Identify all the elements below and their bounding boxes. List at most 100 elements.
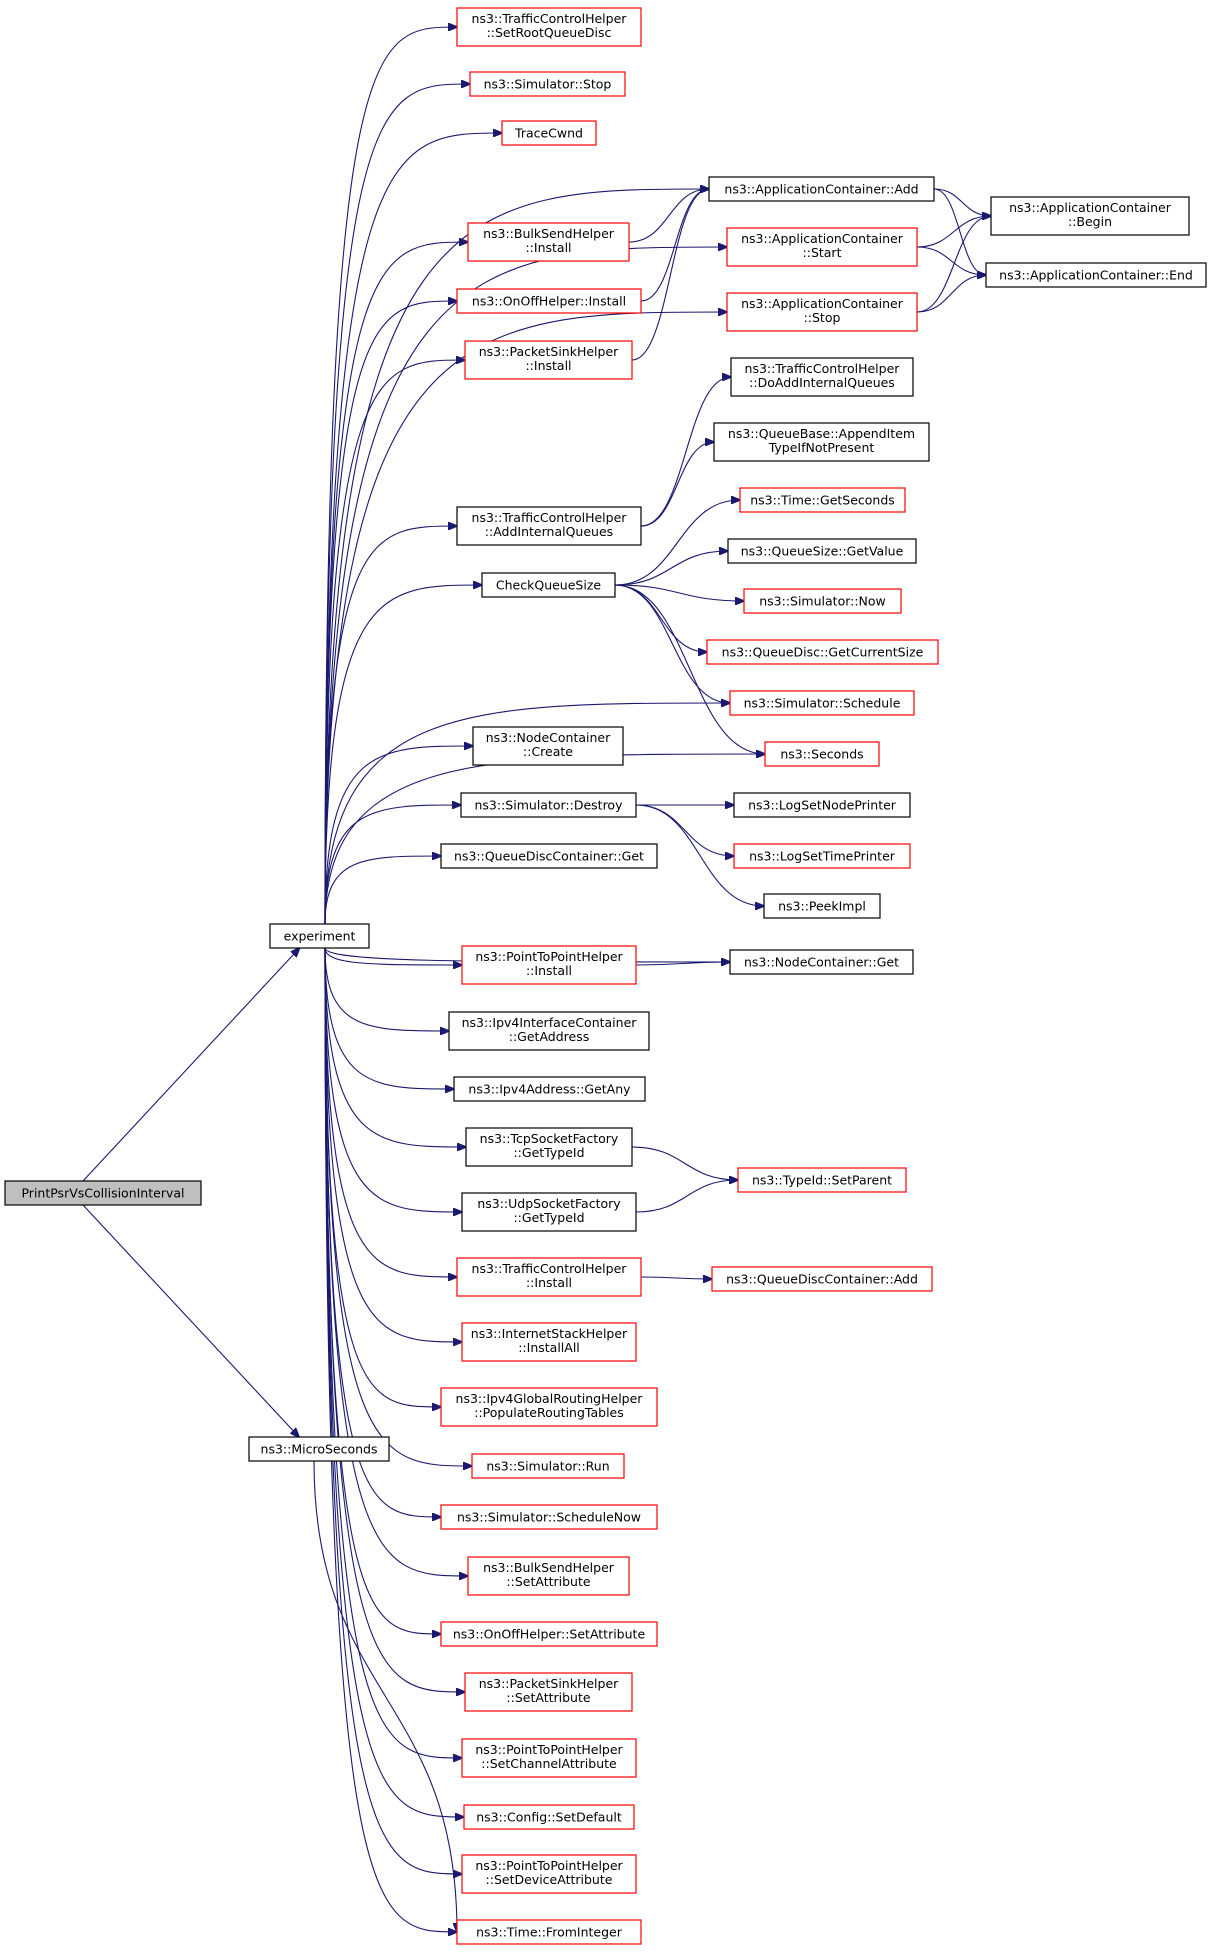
edge-experiment-to-time-from-integer bbox=[324, 947, 457, 1932]
node-simulator-stop[interactable]: ns3::Simulator::Stop bbox=[469, 71, 626, 97]
node-micro-seconds[interactable]: ns3::MicroSeconds bbox=[248, 1436, 390, 1462]
node-queue-disc-get-current-size[interactable]: ns3::QueueDisc::GetCurrentSize bbox=[706, 639, 939, 665]
edge-experiment-to-trace-cwnd bbox=[324, 133, 502, 925]
node-box bbox=[440, 1621, 658, 1647]
node-p2-p-set-device-attribute[interactable]: ns3::PointToPointHelper::SetDeviceAttrib… bbox=[461, 1854, 637, 1894]
node-box bbox=[461, 1738, 637, 1778]
node-label: ns3::Simulator::Now bbox=[759, 594, 886, 609]
node-box bbox=[456, 7, 642, 47]
node-p2-p-install[interactable]: ns3::PointToPointHelper::Install bbox=[461, 945, 637, 985]
node-label: ns3::PacketSinkHelper bbox=[479, 344, 619, 359]
node-label: ::GetTypeId bbox=[513, 1145, 584, 1160]
edge-experiment-to-node-container-create bbox=[324, 746, 473, 925]
edge-micro-seconds-to-time-from-integer bbox=[313, 1460, 457, 1932]
node-qdc-get[interactable]: ns3::QueueDiscContainer::Get bbox=[440, 843, 658, 869]
node-label: ns3::Simulator::Schedule bbox=[744, 696, 901, 711]
node-time-from-integer[interactable]: ns3::Time::FromInteger bbox=[456, 1919, 642, 1945]
edge-experiment-to-udp-sf-get-type-id bbox=[324, 947, 462, 1212]
node-simulator-now[interactable]: ns3::Simulator::Now bbox=[743, 588, 902, 614]
node-label: ::Start bbox=[803, 245, 842, 260]
edge-experiment-to-simulator-stop bbox=[324, 84, 470, 925]
node-simulator-schedule-now[interactable]: ns3::Simulator::ScheduleNow bbox=[440, 1504, 658, 1530]
node-experiment[interactable]: experiment bbox=[269, 923, 370, 949]
node-box bbox=[481, 572, 616, 598]
node-label: ::SetChannelAttribute bbox=[481, 1756, 617, 1771]
node-label: ns3::Seconds bbox=[780, 747, 863, 762]
node-ipv4-ic-get-address[interactable]: ns3::Ipv4InterfaceContainer::GetAddress bbox=[448, 1011, 650, 1051]
edge-experiment-to-on-off-install bbox=[324, 301, 457, 925]
node-label: ns3::ApplicationContainer::Add bbox=[724, 182, 918, 197]
node-node-container-create[interactable]: ns3::NodeContainer::Create bbox=[472, 726, 624, 766]
edge-print-psr-vs-collision-interval-to-experiment bbox=[82, 948, 300, 1182]
edge-experiment-to-tch-add-internal-queues bbox=[324, 526, 457, 925]
node-log-set-node-printer[interactable]: ns3::LogSetNodePrinter bbox=[733, 792, 911, 818]
node-label: ::Stop bbox=[804, 310, 841, 325]
node-app-c-start[interactable]: ns3::ApplicationContainer::Start bbox=[726, 227, 918, 267]
node-label: ::Install bbox=[525, 358, 571, 373]
node-type-id-set-parent[interactable]: ns3::TypeId::SetParent bbox=[737, 1167, 907, 1193]
edge-bulk-send-install-to-app-c-add bbox=[628, 189, 709, 243]
edge-experiment-to-ipv4-address-get-any bbox=[324, 947, 454, 1089]
node-config-set-default[interactable]: ns3::Config::SetDefault bbox=[463, 1804, 635, 1830]
node-tch-add-internal-queues[interactable]: ns3::TrafficControlHelper::AddInternalQu… bbox=[456, 506, 642, 546]
node-label: ns3::Ipv4GlobalRoutingHelper bbox=[456, 1391, 644, 1406]
node-packet-sink-set-attribute[interactable]: ns3::PacketSinkHelper::SetAttribute bbox=[464, 1672, 633, 1712]
node-app-c-begin[interactable]: ns3::ApplicationContainer::Begin bbox=[990, 196, 1190, 236]
node-udp-sf-get-type-id[interactable]: ns3::UdpSocketFactory::GetTypeId bbox=[461, 1192, 637, 1232]
node-ish-install-all[interactable]: ns3::InternetStackHelper::InstallAll bbox=[461, 1322, 637, 1362]
node-time-get-seconds[interactable]: ns3::Time::GetSeconds bbox=[739, 487, 906, 513]
node-bulk-send-set-attribute[interactable]: ns3::BulkSendHelper::SetAttribute bbox=[467, 1556, 630, 1596]
node-tch-install[interactable]: ns3::TrafficControlHelper::Install bbox=[456, 1257, 642, 1297]
node-box bbox=[456, 1257, 642, 1297]
node-queue-size-get-value[interactable]: ns3::QueueSize::GetValue bbox=[727, 538, 917, 564]
node-simulator-destroy[interactable]: ns3::Simulator::Destroy bbox=[460, 792, 637, 818]
node-check-queue-size[interactable]: CheckQueueSize bbox=[481, 572, 616, 598]
node-simulator-schedule[interactable]: ns3::Simulator::Schedule bbox=[729, 690, 915, 716]
node-box bbox=[4, 1180, 202, 1206]
node-trace-cwnd[interactable]: TraceCwnd bbox=[501, 120, 597, 146]
node-box bbox=[764, 741, 880, 767]
node-node-container-get[interactable]: ns3::NodeContainer::Get bbox=[729, 949, 914, 975]
edge-experiment-to-seconds bbox=[324, 754, 765, 925]
edge-p2-p-install-to-node-container-get bbox=[635, 962, 730, 965]
node-log-set-time-printer[interactable]: ns3::LogSetTimePrinter bbox=[733, 843, 911, 869]
node-on-off-set-attribute[interactable]: ns3::OnOffHelper::SetAttribute bbox=[440, 1621, 658, 1647]
node-box bbox=[461, 1854, 637, 1894]
edge-packet-sink-install-to-app-c-add bbox=[631, 189, 709, 361]
node-box bbox=[440, 1504, 658, 1530]
node-box bbox=[733, 843, 911, 869]
node-bulk-send-install[interactable]: ns3::BulkSendHelper::Install bbox=[467, 222, 630, 262]
node-tch-do-add-internal-queues[interactable]: ns3::TrafficControlHelper::DoAddInternal… bbox=[730, 357, 914, 397]
edge-print-psr-vs-collision-interval-to-micro-seconds bbox=[82, 1204, 299, 1437]
edge-app-c-stop-to-app-c-end bbox=[916, 275, 986, 313]
node-label: ns3::TrafficControlHelper bbox=[745, 361, 901, 376]
node-label: ns3::Simulator::ScheduleNow bbox=[457, 1510, 641, 1525]
node-box bbox=[464, 1672, 633, 1712]
edge-app-c-start-to-app-c-end bbox=[916, 246, 986, 275]
node-tch-set-root-queue-disc[interactable]: ns3::TrafficControlHelper::SetRootQueueD… bbox=[456, 7, 642, 47]
node-qdc-add[interactable]: ns3::QueueDiscContainer::Add bbox=[711, 1266, 933, 1292]
node-label: ns3::Simulator::Destroy bbox=[475, 798, 624, 813]
node-app-c-add[interactable]: ns3::ApplicationContainer::Add bbox=[708, 176, 935, 202]
node-app-c-stop[interactable]: ns3::ApplicationContainer::Stop bbox=[726, 292, 918, 332]
node-peek-impl[interactable]: ns3::PeekImpl bbox=[763, 893, 881, 919]
node-app-c-end[interactable]: ns3::ApplicationContainer::End bbox=[985, 262, 1207, 288]
node-seconds[interactable]: ns3::Seconds bbox=[764, 741, 880, 767]
node-packet-sink-install[interactable]: ns3::PacketSinkHelper::Install bbox=[464, 340, 633, 380]
node-p2-p-set-channel-attribute[interactable]: ns3::PointToPointHelper::SetChannelAttri… bbox=[461, 1738, 637, 1778]
edge-experiment-to-bulk-send-install bbox=[324, 242, 468, 925]
node-label: CheckQueueSize bbox=[496, 578, 601, 593]
node-label: ns3::Simulator::Run bbox=[486, 1459, 609, 1474]
node-label: ns3::OnOffHelper::SetAttribute bbox=[453, 1627, 646, 1642]
node-queue-base-append[interactable]: ns3::QueueBase::AppendItemTypeIfNotPrese… bbox=[713, 422, 930, 462]
node-simulator-run[interactable]: ns3::Simulator::Run bbox=[471, 1453, 625, 1479]
node-on-off-install[interactable]: ns3::OnOffHelper::Install bbox=[456, 288, 642, 314]
node-tcp-sf-get-type-id[interactable]: ns3::TcpSocketFactory::GetTypeId bbox=[465, 1127, 633, 1167]
node-box bbox=[440, 843, 658, 869]
node-box bbox=[706, 639, 939, 665]
node-ipv4-grh-populate[interactable]: ns3::Ipv4GlobalRoutingHelper::PopulateRo… bbox=[440, 1387, 658, 1427]
node-label: ::GetAddress bbox=[509, 1029, 589, 1044]
node-ipv4-address-get-any[interactable]: ns3::Ipv4Address::GetAny bbox=[453, 1076, 646, 1102]
node-box bbox=[461, 1322, 637, 1362]
edge-app-c-add-to-app-c-end bbox=[933, 188, 986, 275]
